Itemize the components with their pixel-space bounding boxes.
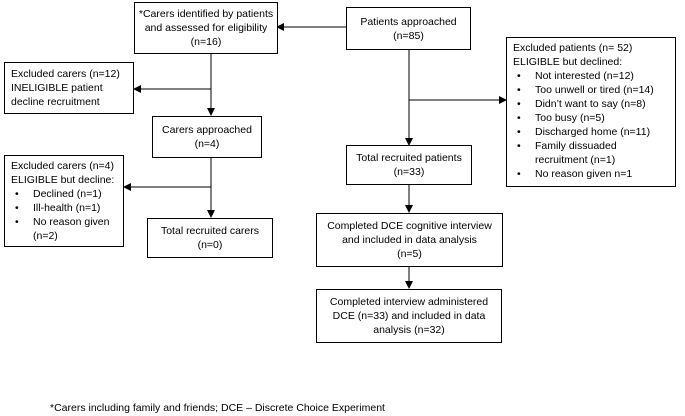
patients-approached-box: Patients approached (n=85)	[346, 7, 471, 50]
completed-interview-dce-line-2: DCE (n=33) and included in data	[332, 310, 486, 322]
completed-interview-dce-line-1: Completed interview administered	[329, 296, 489, 308]
excluded-patient-reason: Too unwell or tired (n=14)	[513, 83, 669, 97]
total-recruited-patients-box: Total recruited patients (n=33)	[346, 145, 472, 185]
excluded-patients-box: Excluded patients (n= 52) ELIGIBLE but d…	[506, 37, 676, 187]
completed-interview-dce-line-3: analysis (n=32)	[373, 324, 445, 336]
carers-identified-box: *Carers identified by patients and asses…	[134, 2, 278, 54]
patients-approached-line-2: (n=85)	[393, 29, 424, 42]
completed-dce-cognitive-line-2: and included in data analysis	[342, 234, 477, 246]
total-recruited-carers-line-2: (n=0)	[197, 239, 223, 251]
excluded-carers-ineligible-line-1: Excluded carers (n=12)	[11, 68, 120, 80]
excluded-patient-reason: Discharged home (n=11)	[513, 125, 669, 139]
excluded-carer-reason: No reason given (n=2)	[11, 215, 117, 243]
excluded-carer-reason: Declined (n=1)	[11, 187, 117, 201]
excluded-carer-reason: Ill-health (n=1)	[11, 201, 117, 215]
excluded-carers-ineligible-line-2: INELIGIBLE patient	[11, 82, 103, 94]
excluded-patient-reason: Not interested (n=12)	[513, 69, 669, 83]
carers-approached-line-1: Carers approached	[162, 124, 252, 136]
completed-interview-dce-box: Completed interview administered DCE (n=…	[316, 289, 502, 343]
excluded-carers-ineligible-line-3: decline recruitment	[11, 96, 100, 108]
completed-dce-cognitive-line-3: (n=5)	[397, 248, 422, 260]
completed-dce-cognitive-box: Completed DCE cognitive interview and in…	[316, 213, 503, 267]
footnote: *Carers including family and friends; DC…	[50, 402, 385, 414]
carers-approached-box: Carers approached (n=4)	[152, 116, 262, 158]
patients-approached-line-1: Patients approached	[360, 15, 457, 28]
excluded-patient-reason: Family dissuaded recruitment (n=1)	[513, 139, 669, 167]
total-recruited-carers-line-1: Total recruited carers	[160, 225, 260, 237]
carers-identified-line-1: *Carers identified by patients	[138, 8, 274, 20]
excluded-patient-reason: Didn’t want to say (n=8)	[513, 97, 669, 111]
excluded-carers-ineligible-box: Excluded carers (n=12) INELIGIBLE patien…	[4, 62, 134, 114]
excluded-patient-reason: No reason given n=1	[513, 167, 669, 181]
excluded-patients-heading-2: ELIGIBLE but declined:	[513, 56, 623, 68]
excluded-patients-reason-list: Not interested (n=12) Too unwell or tire…	[513, 69, 669, 181]
excluded-carers-eligible-heading-1: Excluded carers (n=4)	[11, 160, 115, 172]
excluded-patients-heading-1: Excluded patients (n= 52)	[513, 42, 633, 54]
carers-identified-line-3: (n=16)	[190, 36, 222, 48]
excluded-carers-eligible-heading-2: ELIGIBLE but decline:	[11, 174, 115, 186]
carers-approached-line-2: (n=4)	[194, 138, 220, 150]
total-recruited-patients-line-2: (n=33)	[393, 166, 425, 178]
excluded-carers-eligible-box: Excluded carers (n=4) ELIGIBLE but decli…	[4, 155, 124, 247]
total-recruited-carers-box: Total recruited carers (n=0)	[147, 218, 273, 258]
excluded-carers-reason-list: Declined (n=1) Ill-health (n=1) No reaso…	[11, 187, 117, 243]
carers-identified-line-2: and assessed for eligibility	[144, 22, 268, 34]
excluded-patient-reason: Too busy (n=5)	[513, 111, 669, 125]
completed-dce-cognitive-line-1: Completed DCE cognitive interview	[327, 220, 492, 232]
total-recruited-patients-line-1: Total recruited patients	[356, 152, 462, 164]
